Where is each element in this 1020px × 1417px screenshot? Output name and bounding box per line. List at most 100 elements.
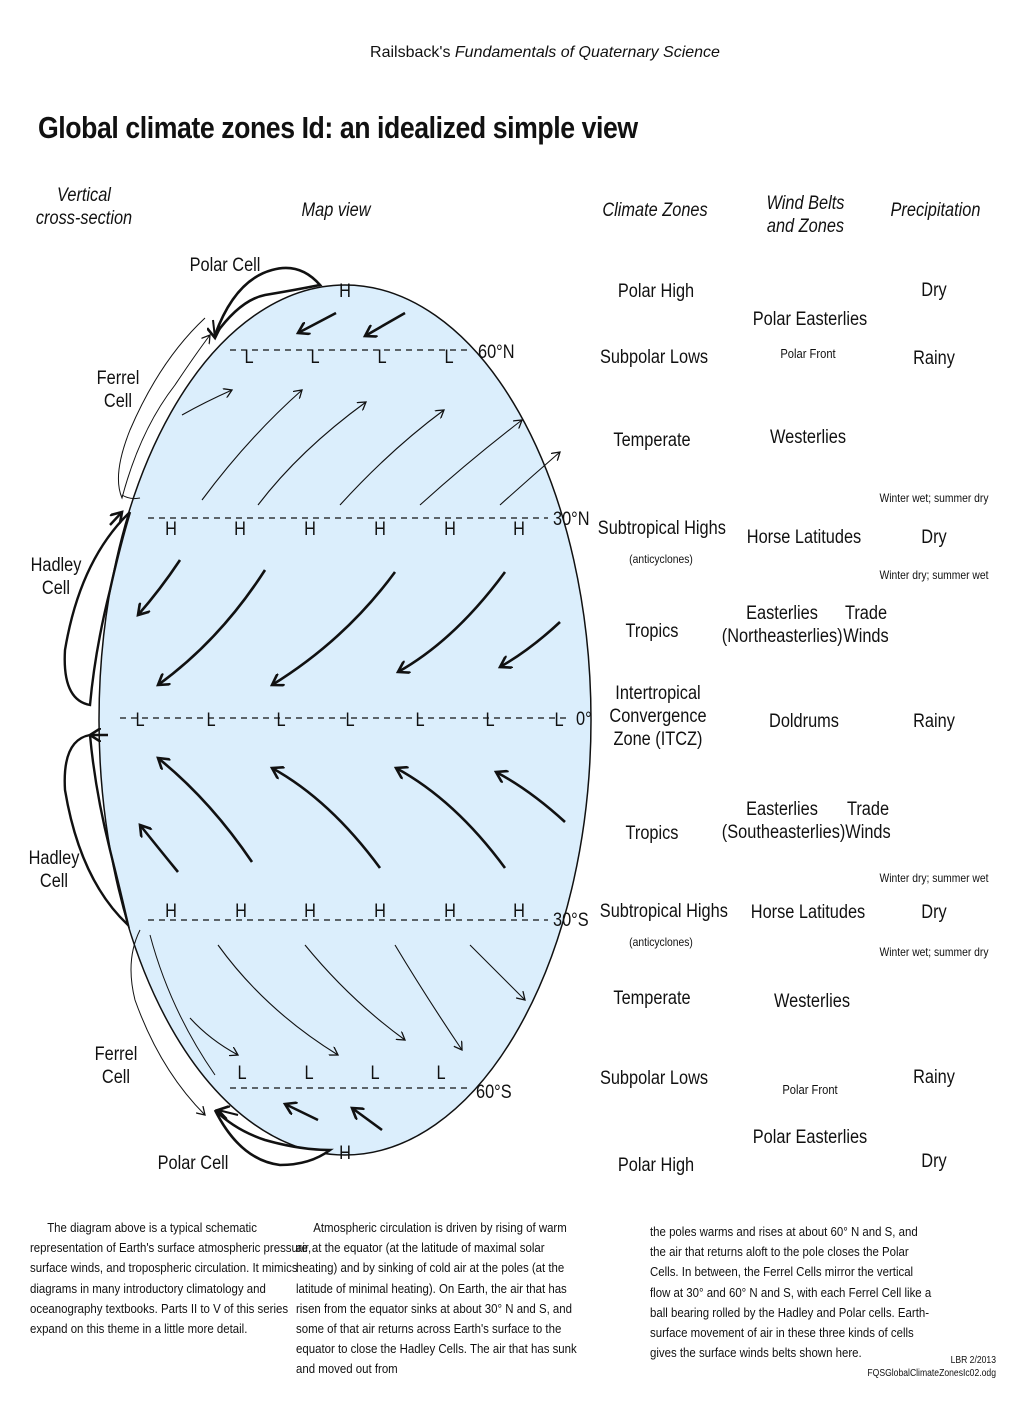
pressure-low: L xyxy=(436,1063,446,1084)
hadley-cell-south-label: Hadley Cell xyxy=(20,847,89,893)
wind-arrow xyxy=(398,571,507,672)
wind-arrow xyxy=(339,410,444,506)
lat-label-60s: 60°S xyxy=(476,1082,512,1103)
hadley-cell-south-shape xyxy=(63,733,131,929)
wind-arrow xyxy=(419,420,522,506)
zone-polar-high-north: Polar High xyxy=(617,281,695,302)
wind-arrow xyxy=(304,944,405,1040)
wind-arrow xyxy=(469,944,525,1000)
series-book: Fundamentals of Quaternary Science xyxy=(454,44,720,61)
footer-file: FQSGlobalClimateZonesIc02.odg xyxy=(867,1368,996,1379)
wind-se-line2: (Southeasterlies) xyxy=(721,822,846,843)
header-precipitation: Precipitation xyxy=(890,200,981,221)
lat-label-30s: 30°S xyxy=(553,910,589,931)
explanation-paragraph-2: Atmospheric circulation is driven by ris… xyxy=(296,1218,580,1380)
pressure-low: L xyxy=(485,710,495,731)
precip-dry-subtropical-north: Dry xyxy=(921,527,947,548)
pressure-high: H xyxy=(339,1143,351,1164)
wind-arrow xyxy=(394,944,462,1050)
pressure-high: H xyxy=(234,519,246,540)
ferrel-cell-south-line1: Ferrel xyxy=(94,1044,138,1065)
ferrel-cell-south-shape xyxy=(130,929,205,1115)
header-climate-zones: Climate Zones xyxy=(602,200,708,221)
hadley-cell-north-label: Hadley Cell xyxy=(22,554,91,600)
trade-winds-south-arrows xyxy=(140,758,566,873)
header-vertical-section: Vertical cross-section xyxy=(36,184,132,230)
ferrel-cell-south-line2: Cell xyxy=(101,1067,131,1088)
wind-doldrums: Doldrums xyxy=(769,711,839,732)
precip-winter-wet-south: Winter wet; summer dry xyxy=(879,945,989,959)
wind-horse-latitudes-north: Horse Latitudes xyxy=(746,527,862,548)
wind-arrow xyxy=(298,311,337,333)
hadley-cell-south-line2: Cell xyxy=(39,871,69,892)
polar-cell-south-shape xyxy=(213,1109,334,1167)
ferrel-cell-north-label: Ferrel Cell xyxy=(84,367,153,413)
wind-arrow xyxy=(217,944,338,1055)
wind-ne-line1: Easterlies xyxy=(746,603,818,624)
ferrel-cell-north-line2: Cell xyxy=(103,391,133,412)
ferrel-cell-north-line1: Ferrel xyxy=(96,368,140,389)
lat-label-eq: 0° xyxy=(576,709,592,730)
pressure-high: H xyxy=(513,901,525,922)
zone-subtropical-highs-north: Subtropical Highs xyxy=(597,518,726,539)
latitude-lines xyxy=(120,349,570,1089)
wind-arrow xyxy=(158,758,254,863)
pressure-high: H xyxy=(374,519,386,540)
pressure-high: H xyxy=(513,519,525,540)
polar-cell-south-label: Polar Cell xyxy=(157,1153,229,1174)
pressure-low: L xyxy=(206,710,216,731)
pressure-low: L xyxy=(370,1063,380,1084)
pressure-low: L xyxy=(237,1063,247,1084)
wind-polar-front-south: Polar Front xyxy=(782,1082,838,1097)
series-title: Railsback's Fundamentals of Quaternary S… xyxy=(0,44,1020,62)
pressure-high: H xyxy=(304,901,316,922)
polar-cell-north-label: Polar Cell xyxy=(189,255,261,276)
wind-westerlies-south: Westerlies xyxy=(774,991,850,1012)
wind-arrow xyxy=(500,621,561,667)
westerlies-north-arrows xyxy=(181,390,560,506)
wind-polar-front-north: Polar Front xyxy=(780,346,836,361)
polar-easterlies-north-arrows xyxy=(298,311,406,336)
ferrel-cell-north-shape xyxy=(117,317,210,500)
pressure-high: H xyxy=(444,901,456,922)
precip-dry-polar-south: Dry xyxy=(921,1151,947,1172)
wind-trade-south-line1: Trade xyxy=(846,799,890,820)
pressure-high: H xyxy=(304,519,316,540)
precip-rainy-south: Rainy xyxy=(913,1067,955,1088)
precip-rainy-north: Rainy xyxy=(913,348,955,369)
header-vertical-line2: cross-section xyxy=(35,208,133,229)
wind-trade-north-line2: Winds xyxy=(843,626,889,647)
precip-winter-dry-north: Winter dry; summer wet xyxy=(879,568,989,582)
wind-arrow xyxy=(257,402,366,506)
precip-dry-subtropical-south: Dry xyxy=(921,902,947,923)
wind-ne-line2: (Northeasterlies) xyxy=(721,626,843,647)
pressure-low: L xyxy=(135,710,145,731)
wind-trade-winds-south: Trade Winds xyxy=(842,798,894,844)
pressure-high: H xyxy=(235,901,247,922)
header-vertical-line1: Vertical xyxy=(57,185,111,206)
explanation-text-2: Atmospheric circulation is driven by ris… xyxy=(296,1220,577,1377)
pressure-low: L xyxy=(276,710,286,731)
pressure-low: L xyxy=(304,1063,314,1084)
zone-polar-high-south: Polar High xyxy=(617,1155,695,1176)
pressure-high: H xyxy=(444,519,456,540)
wind-northeasterlies: Easterlies (Northeasterlies) xyxy=(721,602,843,648)
zone-anticyclones-south: (anticyclones) xyxy=(629,935,693,949)
wind-arrow xyxy=(272,768,382,869)
precip-rainy-equator: Rainy xyxy=(913,711,955,732)
pressure-low: L xyxy=(345,710,355,731)
wind-arrow xyxy=(285,1104,319,1122)
header-wind-belts: Wind Belts and Zones xyxy=(756,192,855,238)
zone-itcz-line3: Zone (ITCZ) xyxy=(613,729,703,750)
wind-polar-easterlies-north: Polar Easterlies xyxy=(752,309,868,330)
zone-subpolar-lows-north: Subpolar Lows xyxy=(599,347,709,368)
wind-arrow xyxy=(158,569,267,685)
wind-polar-easterlies-south: Polar Easterlies xyxy=(752,1127,868,1148)
trade-winds-north-arrows xyxy=(138,559,561,685)
hadley-cell-north-line1: Hadley xyxy=(30,555,82,576)
wind-arrow xyxy=(272,571,397,685)
precip-winter-wet-north: Winter wet; summer dry xyxy=(879,491,989,505)
wind-arrow xyxy=(138,559,182,615)
wind-southeasterlies: Easterlies (Southeasterlies) xyxy=(721,798,846,844)
